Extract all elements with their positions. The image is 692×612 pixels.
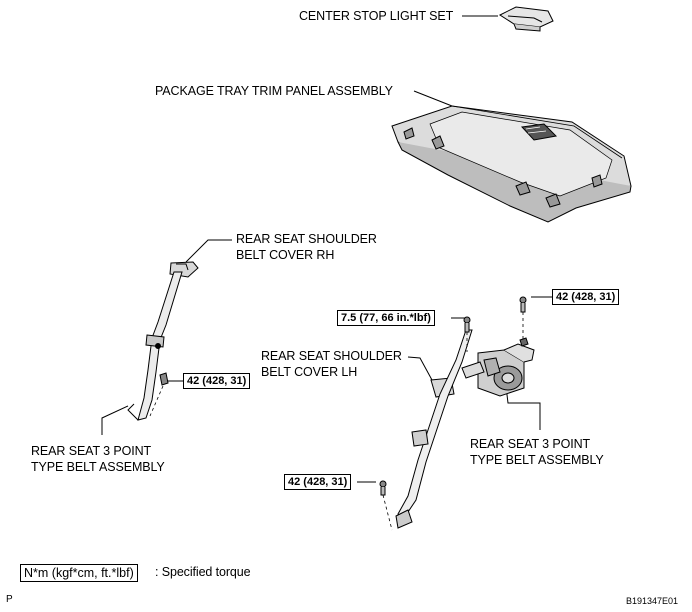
label-belt-left-2: TYPE BELT ASSEMBLY xyxy=(31,460,165,474)
legend-text: : Specified torque xyxy=(155,565,251,579)
torque-left-anchor: 42 (428, 31) xyxy=(183,373,251,389)
belt-left-part xyxy=(127,271,183,421)
label-package-tray: PACKAGE TRAY TRIM PANEL ASSEMBLY xyxy=(155,84,393,98)
label-belt-right-1: REAR SEAT 3 POINT xyxy=(470,437,591,451)
label-center-stop-light: CENTER STOP LIGHT SET xyxy=(299,9,454,23)
label-shoulder-cover-lh-2: BELT COVER LH xyxy=(261,365,358,379)
leader-belt-left xyxy=(101,405,129,435)
footer-left-mark: P xyxy=(6,594,13,605)
label-shoulder-cover-lh-1: REAR SEAT SHOULDER xyxy=(261,349,402,363)
belt-right-webbing xyxy=(379,296,527,529)
leader-shoulder-cover-rh xyxy=(185,239,232,263)
center-stop-light-part xyxy=(498,6,554,32)
leader-package-tray xyxy=(413,90,453,107)
bolt-axis-right-bottom xyxy=(382,494,393,531)
label-shoulder-cover-rh-2: BELT COVER RH xyxy=(236,248,335,262)
leader-shoulder-cover-lh xyxy=(407,356,433,381)
package-tray-part xyxy=(391,105,632,223)
label-shoulder-cover-rh-1: REAR SEAT SHOULDER xyxy=(236,232,377,246)
legend-unit-box: N*m (kgf*cm, ft.*lbf) xyxy=(20,564,138,582)
label-belt-left-1: REAR SEAT 3 POINT xyxy=(31,444,152,458)
torque-right-bottom: 42 (428, 31) xyxy=(284,474,352,490)
torque-right-small: 7.5 (77, 66 in.*lbf) xyxy=(337,310,435,326)
label-belt-right-2: TYPE BELT ASSEMBLY xyxy=(470,453,604,467)
figure-code: B191347E01 xyxy=(626,596,679,606)
torque-right-top: 42 (428, 31) xyxy=(552,289,620,305)
belt-right-retractor-part xyxy=(461,337,535,397)
